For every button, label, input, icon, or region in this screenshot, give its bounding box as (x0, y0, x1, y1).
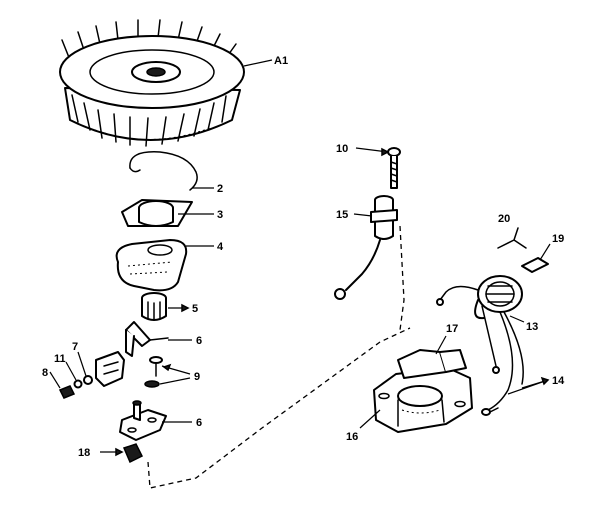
dust-cover (115, 239, 188, 292)
callout-14: 14 (552, 375, 565, 387)
callout-3: 3 (217, 209, 223, 221)
armature-bracket (373, 349, 473, 433)
callout-20: 20 (498, 213, 510, 225)
lead-wire-path (147, 327, 411, 489)
callout-10: 10 (336, 143, 348, 155)
flywheel (59, 19, 245, 147)
flywheel-key (521, 257, 549, 273)
breaker-plate (119, 400, 167, 441)
callout-19: 19 (552, 233, 564, 245)
spring-clip (129, 151, 198, 191)
callout-7: 7 (72, 341, 78, 353)
callout-5: 5 (192, 303, 198, 315)
cam (141, 292, 167, 321)
screws (144, 356, 163, 388)
ground-leads (481, 311, 524, 416)
callout-9: 9 (194, 371, 200, 383)
hairpin-spring (497, 227, 527, 249)
callout-18: 18 (78, 447, 90, 459)
terminal-hardware (58, 351, 125, 399)
condenser-lead-path (399, 225, 405, 331)
callout-13: 13 (526, 321, 538, 333)
callout-6a: 6 (196, 335, 202, 347)
condenser (334, 195, 398, 300)
ignition-coil (436, 275, 523, 374)
callout-16: 16 (346, 431, 358, 443)
callout-11: 11 (54, 353, 66, 365)
condenser-clip (122, 443, 144, 464)
callout-a1: A1 (274, 55, 288, 67)
callout-15: 15 (336, 209, 348, 221)
breaker-arm (125, 321, 169, 357)
mounting-bolt (387, 147, 401, 189)
cam-bushing (121, 199, 193, 227)
callout-2: 2 (217, 183, 223, 195)
callout-4: 4 (217, 241, 224, 253)
callout-6b: 6 (196, 417, 202, 429)
callout-17: 17 (446, 323, 458, 335)
callout-8: 8 (42, 367, 48, 379)
